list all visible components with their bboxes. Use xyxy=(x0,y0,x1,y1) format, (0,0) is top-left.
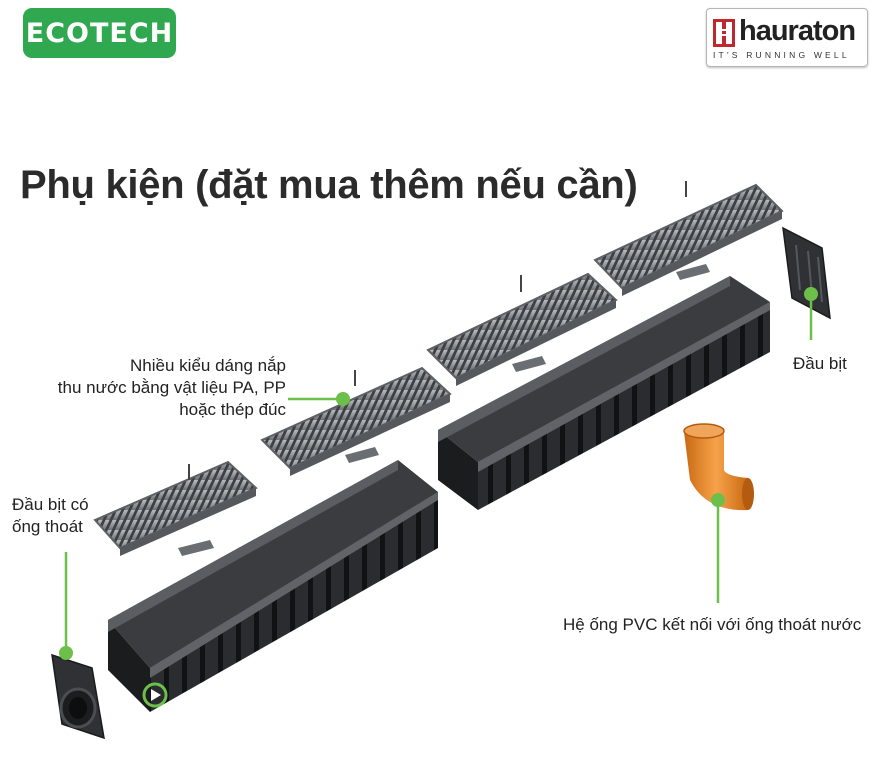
ecotech-logo: ECOTECH xyxy=(23,8,176,58)
hauraton-tagline: IT'S RUNNING WELL xyxy=(713,50,850,60)
label-end-cap-outlet: Đầu bịt có ống thoát xyxy=(12,494,89,538)
channel-body-front xyxy=(108,460,438,712)
grate-1 xyxy=(93,460,258,556)
label-end-cap-outlet-line-1: Đầu bịt có xyxy=(12,495,89,514)
callout-grates xyxy=(288,392,350,406)
ecotech-logo-text: ECOTECH xyxy=(25,17,174,49)
grate-3 xyxy=(426,272,618,386)
label-grates-line-1: Nhiều kiểu dáng nắp xyxy=(130,356,286,375)
pvc-pipe-elbow xyxy=(683,423,754,511)
end-cap-with-outlet xyxy=(51,653,105,740)
hauraton-mark-icon xyxy=(713,19,735,47)
label-pvc-pipe: Hệ ống PVC kết nối với ống thoát nước xyxy=(563,615,862,634)
callout-end-cap xyxy=(804,287,818,340)
hauraton-logo: hauraton IT'S RUNNING WELL xyxy=(706,8,868,67)
grate-4 xyxy=(593,181,784,296)
grate-2 xyxy=(260,366,452,476)
end-cap xyxy=(782,226,831,320)
channel-body-back xyxy=(438,276,770,510)
label-end-cap-outlet-line-2: ống thoát xyxy=(12,517,83,536)
label-end-cap: Đầu bịt xyxy=(793,354,847,373)
callout-end-cap-outlet xyxy=(59,552,73,660)
label-grates-line-3: hoặc thép đúc xyxy=(179,400,286,419)
callout-pvc xyxy=(711,493,725,603)
page-title: Phụ kiện (đặt mua thêm nếu cần) xyxy=(20,163,638,207)
label-grates-line-2: thu nước bằng vật liệu PA, PP xyxy=(57,378,286,397)
label-grates: Nhiều kiểu dáng nắp thu nước bằng vật li… xyxy=(58,355,286,421)
hauraton-name: hauraton xyxy=(739,15,856,47)
callout-channel-end xyxy=(142,682,168,708)
